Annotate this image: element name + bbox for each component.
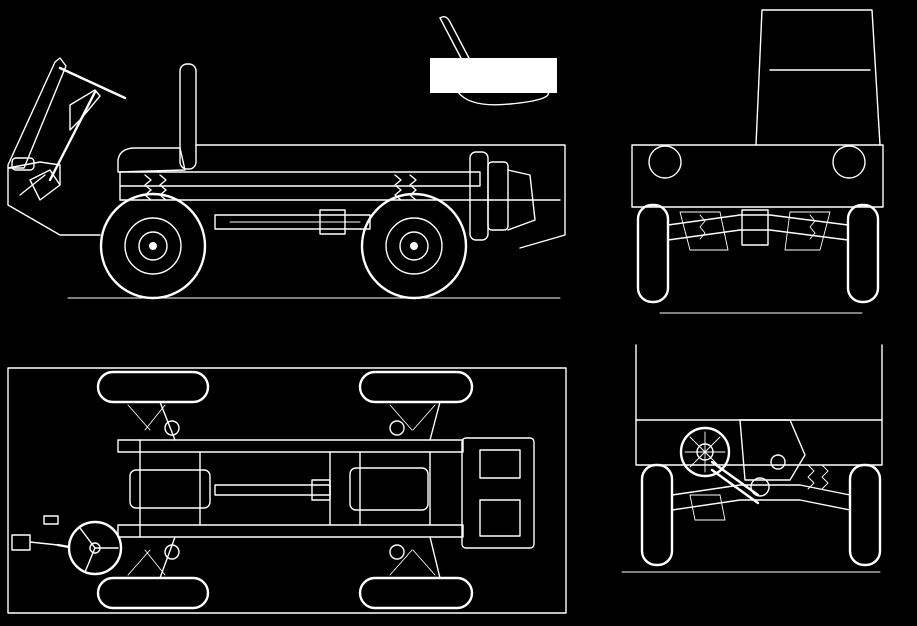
front-view [631,9,884,314]
top-chassis-rail-lower [117,524,464,538]
top-wheel-rear-right [358,576,474,610]
rear-axle [671,484,851,511]
canopy-sketch [430,15,557,106]
rear-wheel-right [848,463,882,567]
side-view [7,57,566,300]
headlight [11,157,35,171]
top-differential [349,467,429,511]
front-headlight-left [648,145,682,179]
top-steering-wheel [56,520,123,576]
rear-body [635,344,883,466]
rear-wheel-left [640,463,674,567]
top-engine [461,437,535,549]
rear-drum [469,151,489,241]
top-chassis-rail-upper [117,439,464,453]
front-headlight-right [832,145,866,179]
top-pedal-box [11,534,31,551]
rear-suspension [394,174,417,201]
front-axle [667,214,849,241]
top-wheel-front-left [96,370,210,404]
top-outline [7,367,567,614]
front-wheel-right [846,203,880,304]
rear-engine [739,419,806,481]
side-rear-wheel [360,192,468,300]
top-transmission [129,469,211,509]
cab-front [7,57,67,169]
top-drive-shaft [214,484,331,496]
rear-fan [679,426,731,478]
top-wheel-rear-left [358,370,474,404]
front-cab [755,9,881,146]
side-front-wheel [99,192,207,300]
frame-rail [119,171,481,187]
front-body [631,144,884,208]
drive-shaft [214,214,371,230]
top-wheel-front-right [96,576,210,610]
rear-bed [195,144,566,249]
steering-column [58,66,127,100]
seat-cushion [117,147,186,173]
rear-view [621,344,883,573]
top-view [7,367,567,614]
seat-back [179,63,197,170]
front-wheel-left [636,203,670,304]
top-rear-axle [359,401,441,579]
top-front-axle [129,401,201,579]
front-suspension [144,174,167,201]
